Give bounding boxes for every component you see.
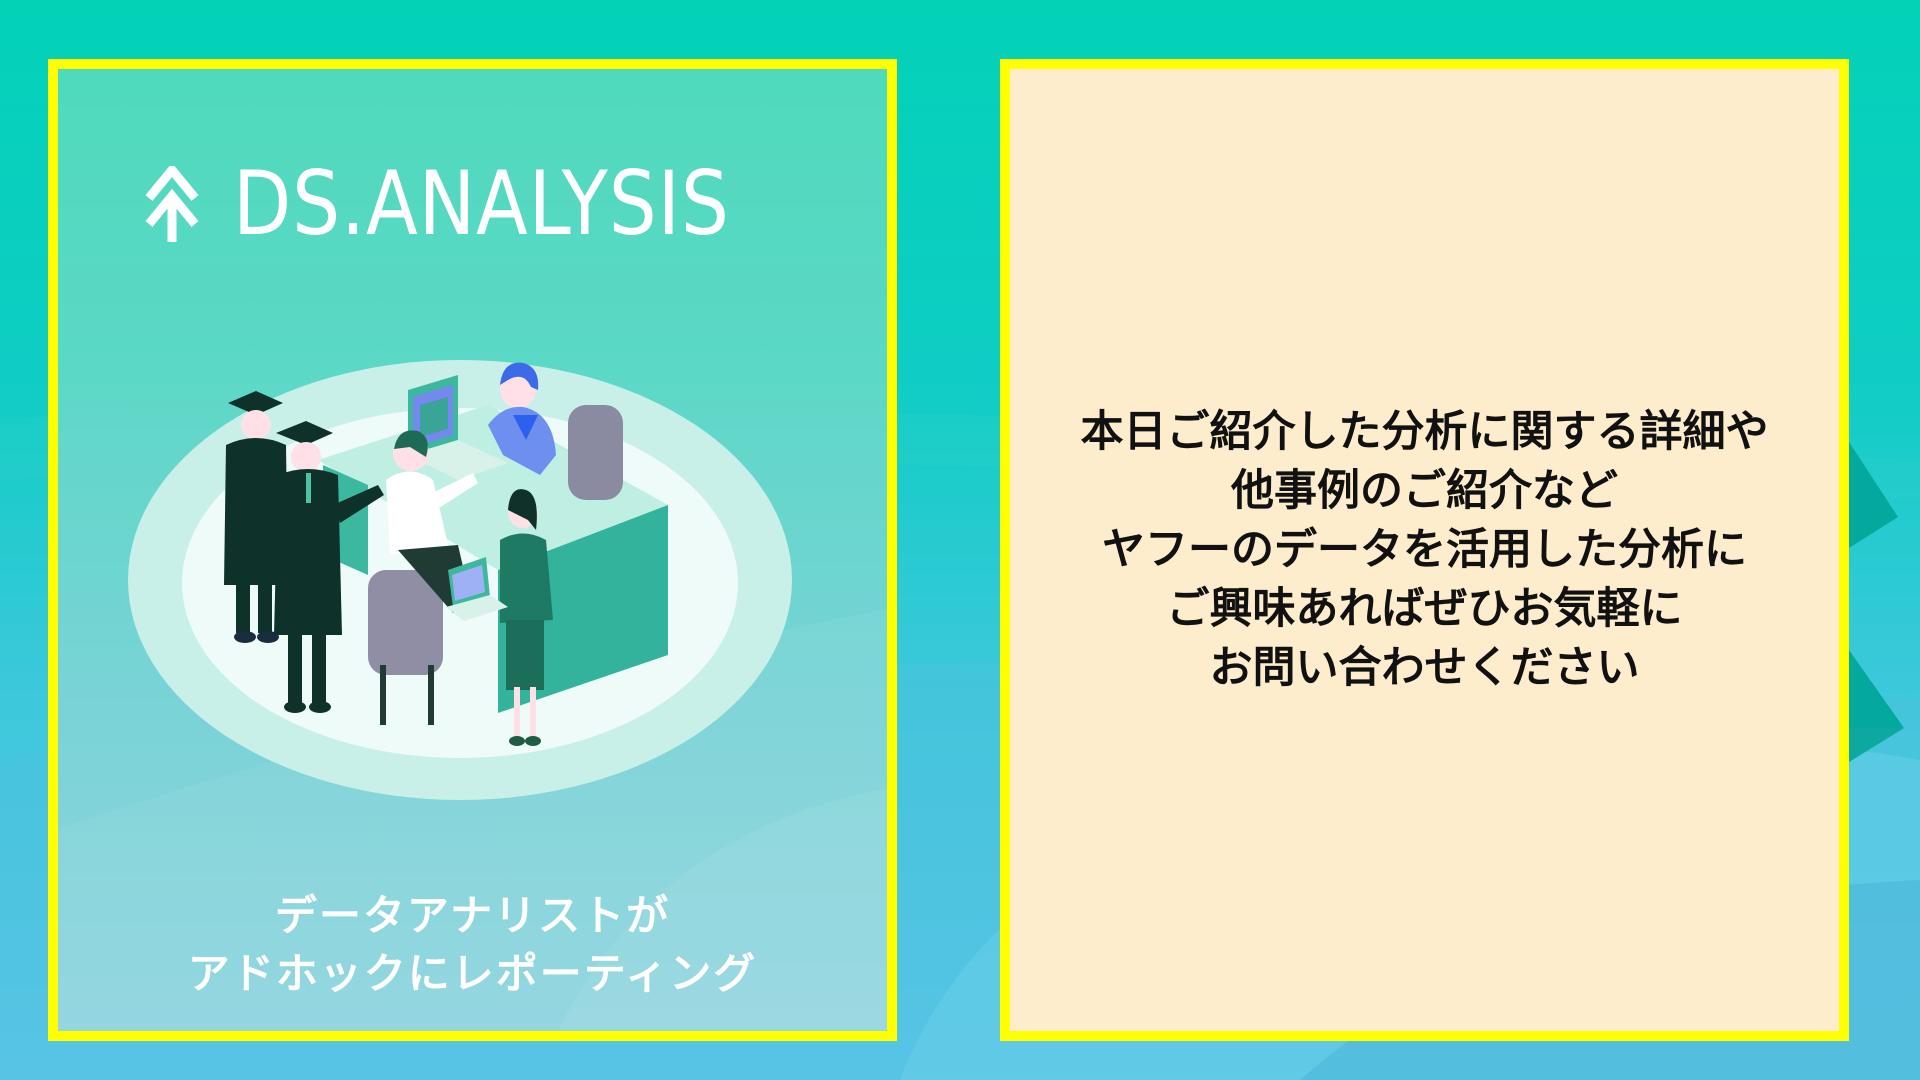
message-line-1: 本日ご紹介した分析に関する詳細や	[1080, 407, 1769, 457]
ds-analysis-logo: DS.ANALYSIS	[143, 159, 811, 249]
caption-line-2: アドホックにレポーティング	[187, 949, 758, 998]
card-caption: データアナリストが アドホックにレポーティング	[58, 887, 887, 1003]
contact-message-card: 本日ご紹介した分析に関する詳細や 他事例のご紹介など ヤフーのデータを活用した分…	[1000, 59, 1849, 1041]
message-line-3: ヤフーのデータを活用した分析に	[1102, 525, 1747, 575]
contact-message: 本日ご紹介した分析に関する詳細や 他事例のご紹介など ヤフーのデータを活用した分…	[1010, 403, 1839, 698]
caption-line-1: データアナリストが	[274, 891, 671, 940]
message-line-4: ご興味あればぜひお気軽に	[1166, 584, 1683, 634]
logo-text: DS.ANALYSIS	[233, 152, 730, 255]
message-line-5: お問い合わせください	[1209, 643, 1640, 693]
double-up-arrow-icon	[145, 166, 199, 242]
ds-analysis-card: DS.ANALYSIS	[48, 59, 897, 1041]
triangle-decoration-1	[1849, 442, 1898, 548]
meeting-illustration	[128, 360, 792, 800]
message-line-2: 他事例のご紹介など	[1231, 466, 1618, 516]
